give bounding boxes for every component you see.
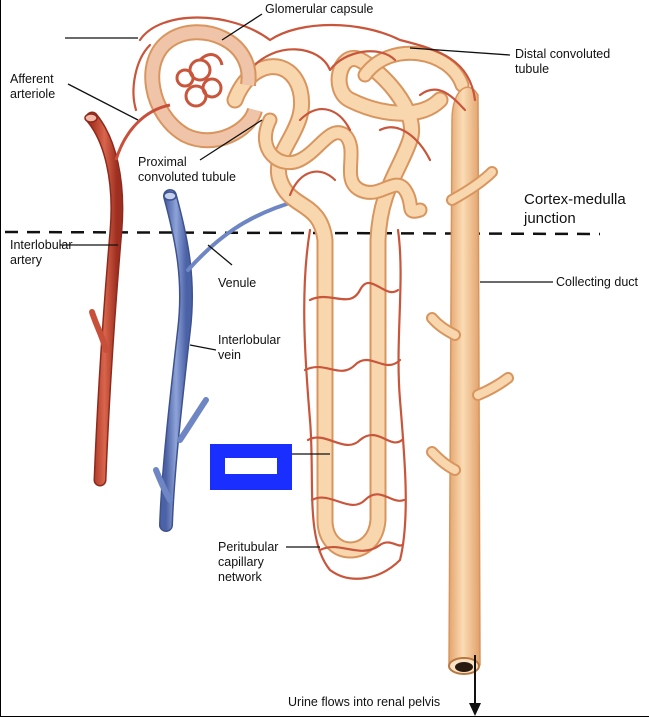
label-urine-flow: Urine flows into renal pelvis	[288, 695, 441, 709]
peritubular-capillary-net	[132, 16, 477, 580]
hidden-label-blank	[225, 458, 277, 474]
label-cortex-medulla-junction: Cortex-medulla junction	[524, 191, 626, 227]
leader-lines	[60, 13, 553, 548]
afferent-arteriole-vessel	[114, 103, 171, 161]
label-proximal-convoluted-tubule: Proximal convoluted tubule	[138, 155, 236, 184]
label-collecting-duct: Collecting duct	[556, 275, 638, 289]
urine-flow-arrow	[469, 655, 481, 716]
interlobular-artery	[84, 111, 124, 487]
cortex-medulla-line	[4, 230, 601, 236]
nephron-tubules	[226, 45, 470, 559]
interlobular-vein	[153, 189, 209, 532]
label-glomerular-capsule: Glomerular capsule	[265, 2, 374, 16]
hidden-label-box[interactable]	[210, 444, 292, 490]
venule-vessel	[186, 198, 302, 272]
label-venule: Venule	[218, 276, 257, 290]
label-interlobular-artery: Interlobular artery	[10, 238, 73, 267]
collecting-duct	[426, 86, 514, 675]
glomerular-capsule-shape	[144, 24, 263, 149]
label-afferent-arteriole: Afferent arteriole	[10, 72, 56, 101]
label-interlobular-vein: Interlobular vein	[218, 333, 281, 362]
label-distal-convoluted-tubule: Distal convoluted tubule	[515, 47, 611, 76]
label-peritubular-capillary-network: Peritubular capillary network	[218, 540, 279, 584]
